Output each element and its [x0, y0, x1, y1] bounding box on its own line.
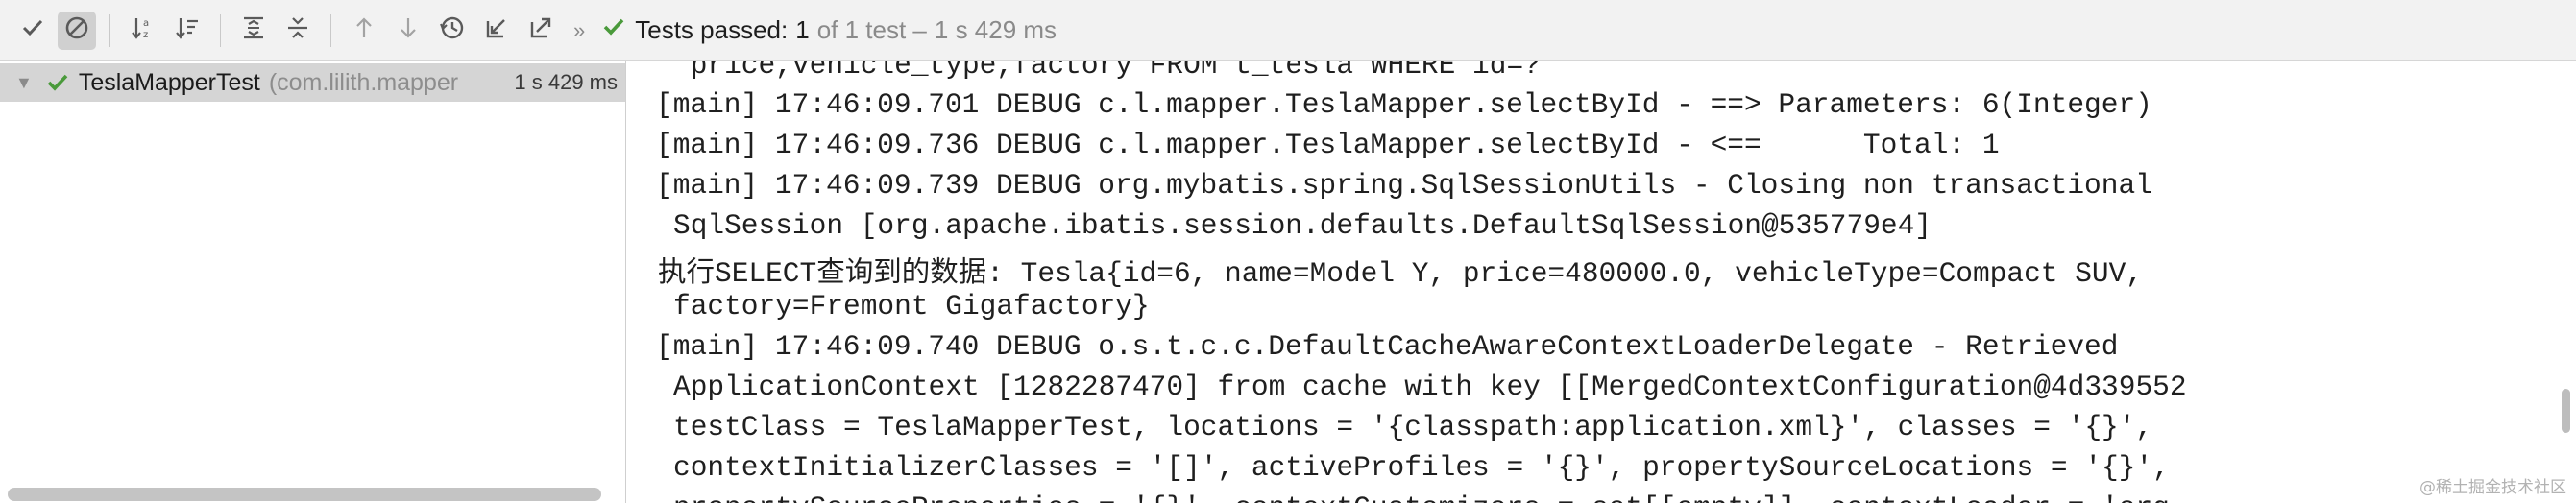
- console-line: [main] 17:46:09.739 DEBUG org.mybatis.sp…: [656, 169, 2152, 202]
- console-line: [main] 17:46:09.701 DEBUG c.l.mapper.Tes…: [656, 88, 2152, 121]
- expand-all-icon: [240, 14, 267, 46]
- import-tests-icon: [483, 14, 510, 46]
- test-passed-icon: [46, 71, 69, 94]
- toolbar-separator: [109, 13, 110, 47]
- toolbar-separator: [330, 13, 331, 47]
- console-line: SqlSession [org.apache.ibatis.session.de…: [673, 209, 1932, 242]
- console-line: 执行SELECT查询到的数据: Tesla{id=6, name=Model Y…: [658, 257, 2144, 290]
- status-duration: 1 s 429 ms: [934, 15, 1057, 44]
- show-ignored-button[interactable]: [58, 11, 96, 50]
- toolbar-separator: [220, 13, 221, 47]
- more-actions-chevron[interactable]: »: [573, 17, 586, 42]
- sort-by-duration-icon: [174, 14, 201, 46]
- status-passed-count: 1: [795, 15, 810, 44]
- test-duration: 1 s 429 ms: [508, 70, 618, 95]
- pass-check-icon: [602, 15, 625, 45]
- console-line: price,vehicle_type,factory FROM t_tesla …: [673, 61, 1541, 82]
- show-passed-icon: [20, 15, 45, 45]
- console-line: [main] 17:46:09.740 DEBUG o.s.t.c.c.Defa…: [656, 330, 2119, 363]
- test-class-name: TeslaMapperTest: [78, 68, 260, 96]
- test-tree-root-row[interactable]: ▼ TeslaMapperTest (com.lilith.mapper 1 s…: [0, 63, 625, 102]
- test-status-summary: Tests passed: 1 of 1 test – 1 s 429 ms: [602, 15, 1057, 45]
- previous-failed-icon: [352, 14, 377, 46]
- svg-text:a: a: [143, 18, 149, 29]
- console-line: factory=Fremont Gigafactory}: [673, 290, 1150, 323]
- next-failed-icon: [396, 14, 421, 46]
- test-history-button[interactable]: [433, 12, 472, 50]
- console-output[interactable]: price,vehicle_type,factory FROM t_tesla …: [627, 61, 2576, 503]
- status-total: of 1 test –: [816, 15, 927, 44]
- test-tree-panel: ▼ TeslaMapperTest (com.lilith.mapper 1 s…: [0, 61, 626, 503]
- watermark: @稀土掘金技术社区: [2419, 478, 2566, 497]
- previous-failed-button[interactable]: [345, 12, 383, 50]
- console-line: contextInitializerClasses = '[]', active…: [673, 451, 2170, 484]
- tree-horizontal-scrollbar[interactable]: [8, 488, 601, 501]
- export-tests-icon: [527, 14, 554, 46]
- import-tests-button[interactable]: [477, 12, 516, 50]
- collapse-all-icon: [284, 14, 311, 46]
- export-tests-button[interactable]: [522, 12, 560, 50]
- console-line: [main] 17:46:09.736 DEBUG c.l.mapper.Tes…: [656, 129, 2000, 161]
- collapse-all-button[interactable]: [279, 12, 317, 50]
- show-ignored-icon: [63, 14, 90, 46]
- console-vertical-scrollbar[interactable]: [2562, 389, 2570, 433]
- console-line: testClass = TeslaMapperTest, locations =…: [673, 411, 2153, 443]
- status-title: Tests passed:: [635, 15, 789, 44]
- test-class-package: (com.lilith.mapper: [268, 68, 459, 96]
- console-line: ApplicationContext [1282287470] from cac…: [673, 371, 2187, 403]
- expand-all-button[interactable]: [234, 12, 273, 50]
- sort-by-duration-button[interactable]: [168, 12, 207, 50]
- expand-arrow-icon[interactable]: ▼: [15, 72, 33, 92]
- svg-text:z: z: [143, 30, 148, 40]
- test-history-icon: [438, 13, 467, 47]
- console-line: propertySourceProperties = '{}', context…: [673, 491, 2187, 503]
- show-passed-button[interactable]: [13, 12, 52, 50]
- next-failed-button[interactable]: [389, 12, 427, 50]
